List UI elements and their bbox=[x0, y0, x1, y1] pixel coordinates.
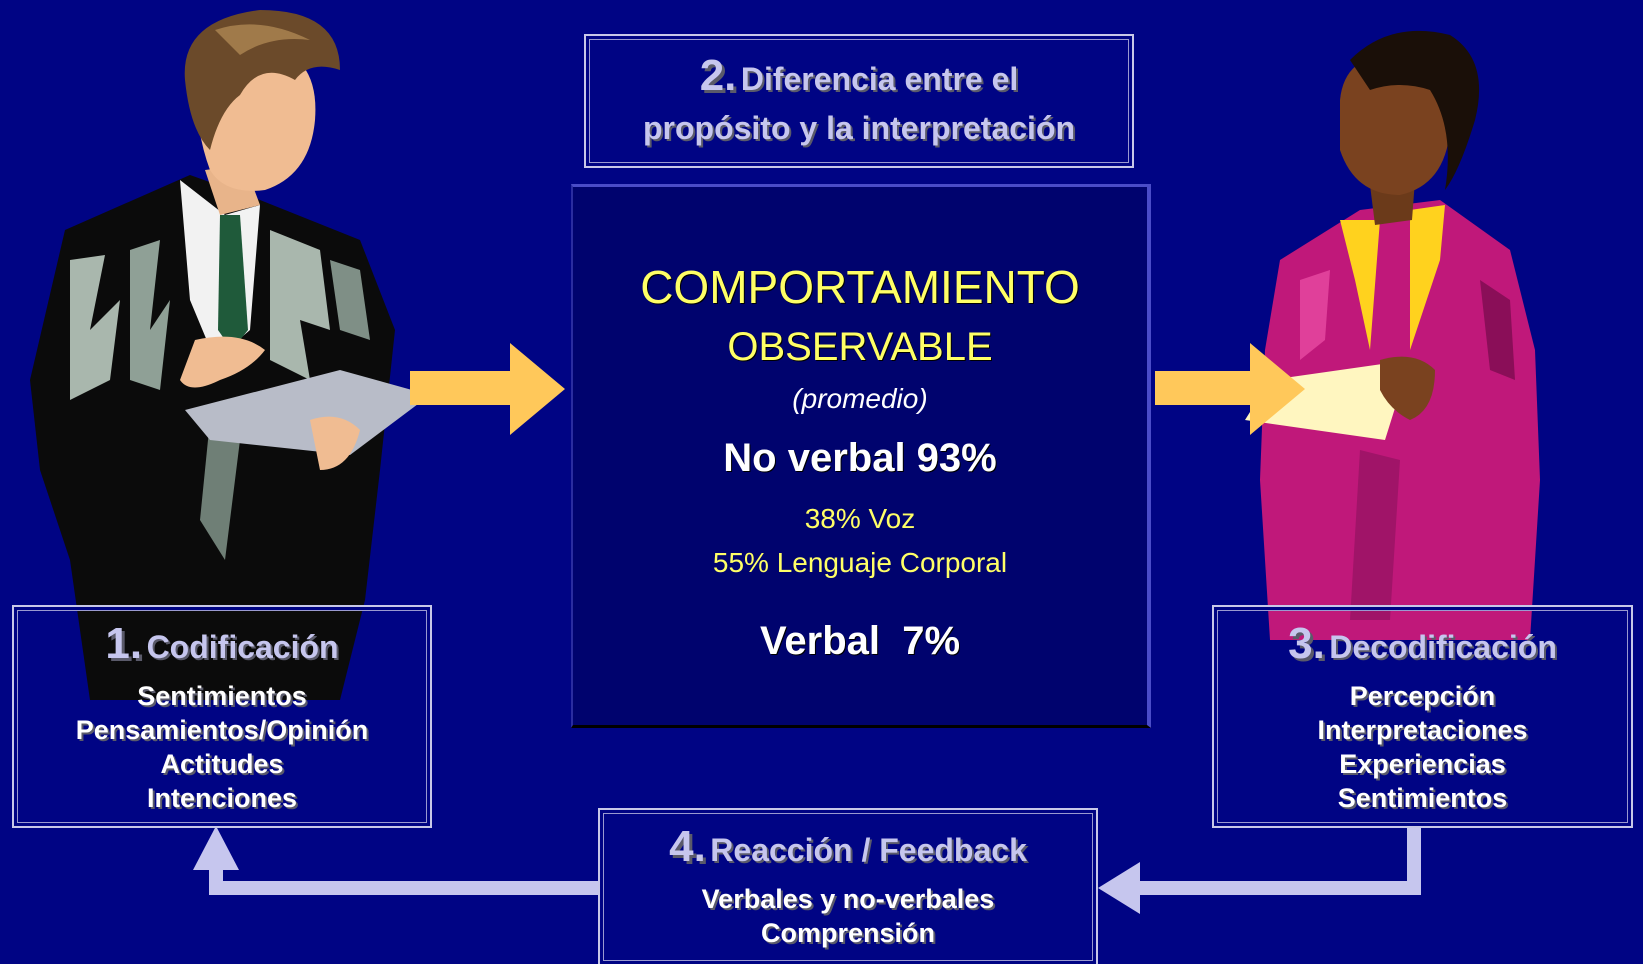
step4-box: 4. Reacción / Feedback Verbales y no-ver… bbox=[598, 808, 1098, 964]
step4-item: Comprensión bbox=[760, 918, 935, 948]
step2-number: 2. bbox=[699, 51, 737, 100]
step3-item: Sentimientos bbox=[1337, 783, 1508, 813]
step2-title-line1: Diferencia entre el bbox=[740, 61, 1019, 97]
nonverbal-percentage: No verbal 93% bbox=[723, 436, 997, 480]
step1-item: Sentimientos bbox=[137, 681, 307, 711]
step3-item: Percepción bbox=[1349, 681, 1496, 711]
center-title-line1: COMPORTAMIENTO bbox=[640, 261, 1080, 313]
step3-item: Experiencias bbox=[1339, 749, 1506, 779]
step3-box: 3. Decodificación Percepción Interpretac… bbox=[1212, 605, 1633, 828]
step2-box: 2. Diferencia entre el propósito y la in… bbox=[584, 34, 1134, 168]
step3-title: Decodificación bbox=[1329, 629, 1557, 665]
step1-box: 1. Codificación Sentimientos Pensamiento… bbox=[12, 605, 432, 828]
businessman-clipart bbox=[30, 10, 430, 700]
body-language-percentage: 55% Lenguaje Corporal bbox=[712, 547, 1008, 578]
center-title-line2: OBSERVABLE bbox=[727, 325, 993, 369]
step4-item: Verbales y no-verbales bbox=[701, 884, 995, 914]
right-arrow-icon bbox=[1155, 343, 1305, 435]
step1-item: Actitudes bbox=[160, 749, 284, 779]
step3-item: Interpretaciones bbox=[1317, 715, 1528, 745]
voice-percentage: 38% Voz bbox=[804, 503, 916, 534]
center-subtitle: (promedio) bbox=[792, 383, 928, 414]
step4-title: Reacción / Feedback bbox=[710, 832, 1027, 868]
step1-title: Codificación bbox=[146, 629, 339, 665]
verbal-percentage: Verbal 7% bbox=[759, 619, 961, 663]
observable-behavior-box: COMPORTAMIENTO OBSERVABLE (promedio) No … bbox=[571, 184, 1151, 728]
step1-item: Intenciones bbox=[146, 783, 298, 813]
step4-number: 4. bbox=[669, 822, 706, 871]
businesswoman-clipart bbox=[1245, 30, 1540, 640]
step3-number: 3. bbox=[1288, 619, 1325, 668]
step1-item: Pensamientos/Opinión bbox=[75, 715, 369, 745]
step2-title-line2: propósito y la interpretación bbox=[642, 110, 1076, 146]
step1-number: 1. bbox=[105, 619, 143, 668]
right-arrow-icon bbox=[410, 343, 565, 435]
